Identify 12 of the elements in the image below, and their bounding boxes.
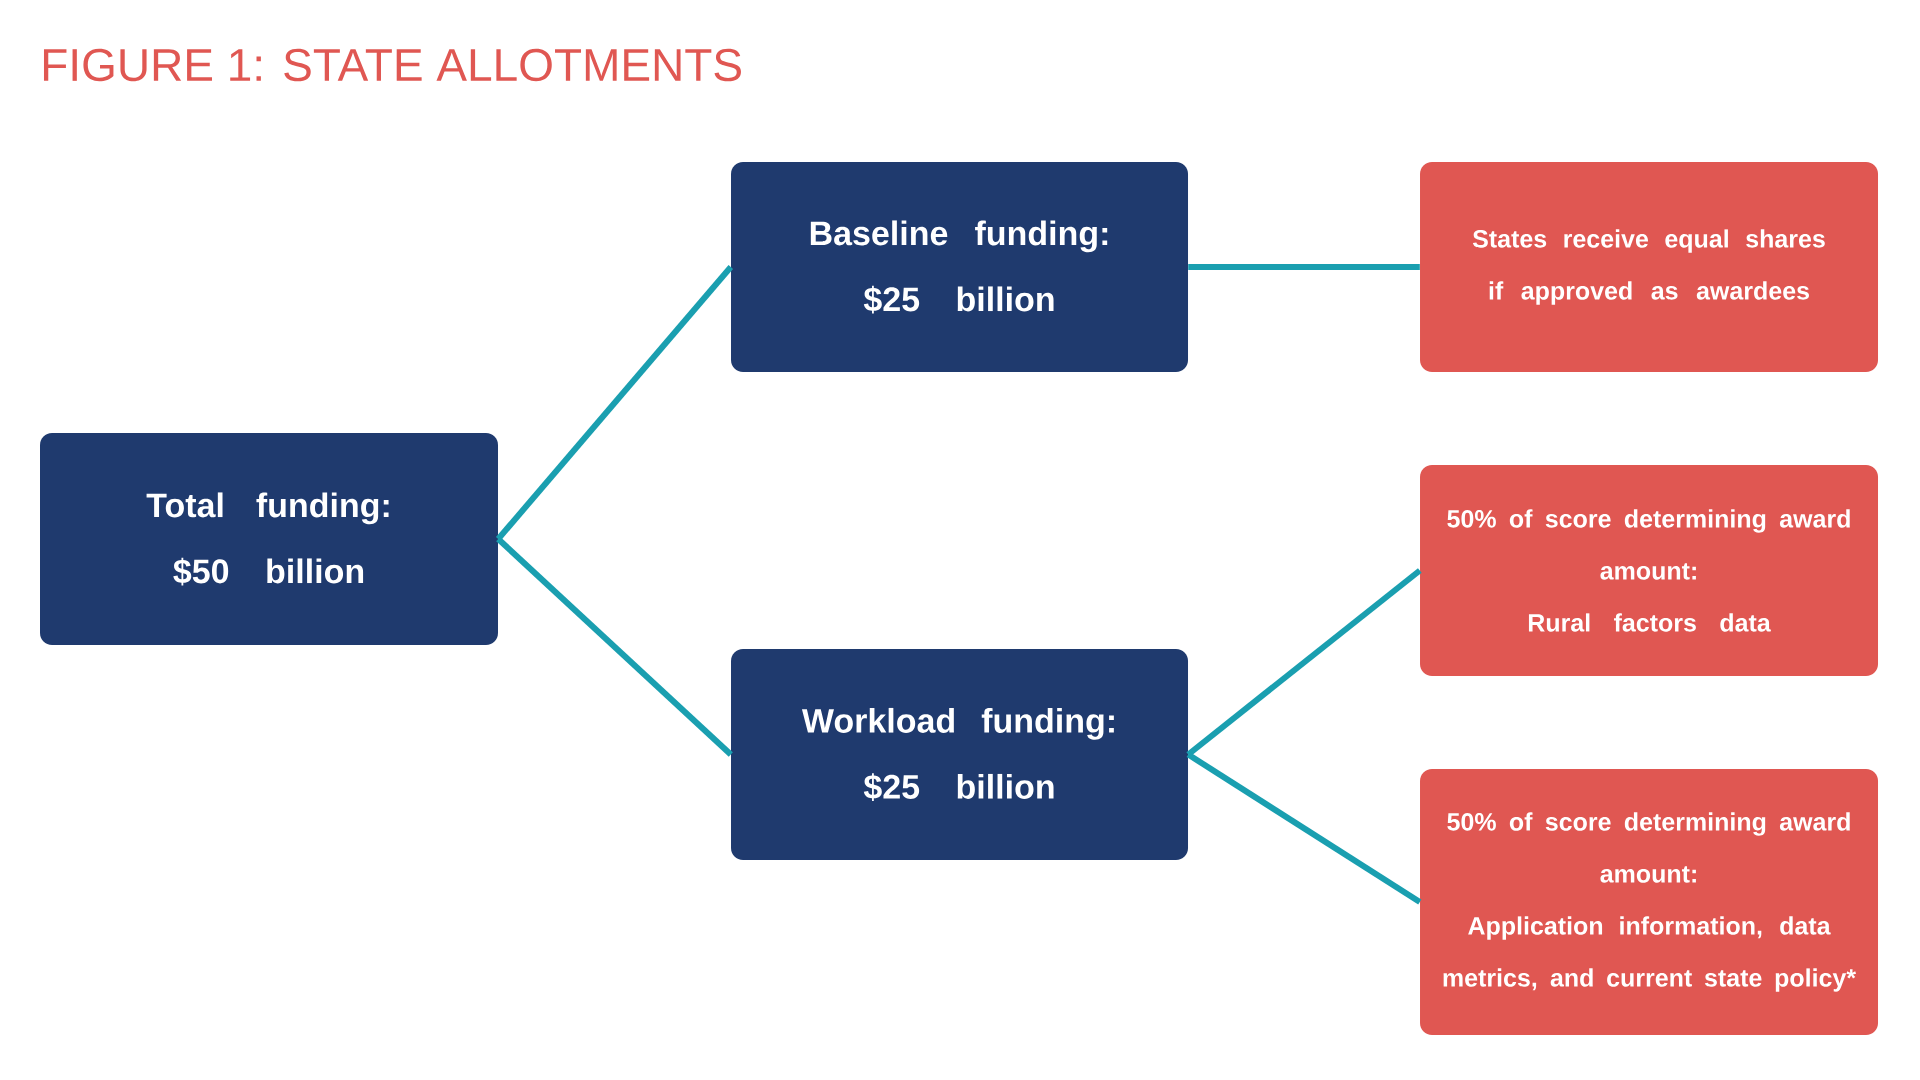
connector-line	[1186, 751, 1422, 905]
criteria-box: 50% of score determining award amount: Application information, data metrics, and current state policy*	[1420, 769, 1878, 1035]
funding-box: Total funding: $50 billion	[40, 433, 498, 645]
criteria-box: 50% of score determining award amount: Rural factors data	[1420, 465, 1878, 676]
criteria-box: States receive equal shares if approved as awardees	[1420, 162, 1878, 372]
connector-line	[1188, 264, 1420, 270]
figure-title: FIGURE 1: STATE ALLOTMENTS	[44, 48, 741, 82]
funding-box: Workload funding: $25 billion	[731, 649, 1188, 860]
connector-line	[1186, 568, 1422, 757]
connector-line	[495, 265, 734, 541]
funding-box: Baseline funding: $25 billion	[731, 162, 1188, 372]
connector-line	[496, 536, 733, 757]
